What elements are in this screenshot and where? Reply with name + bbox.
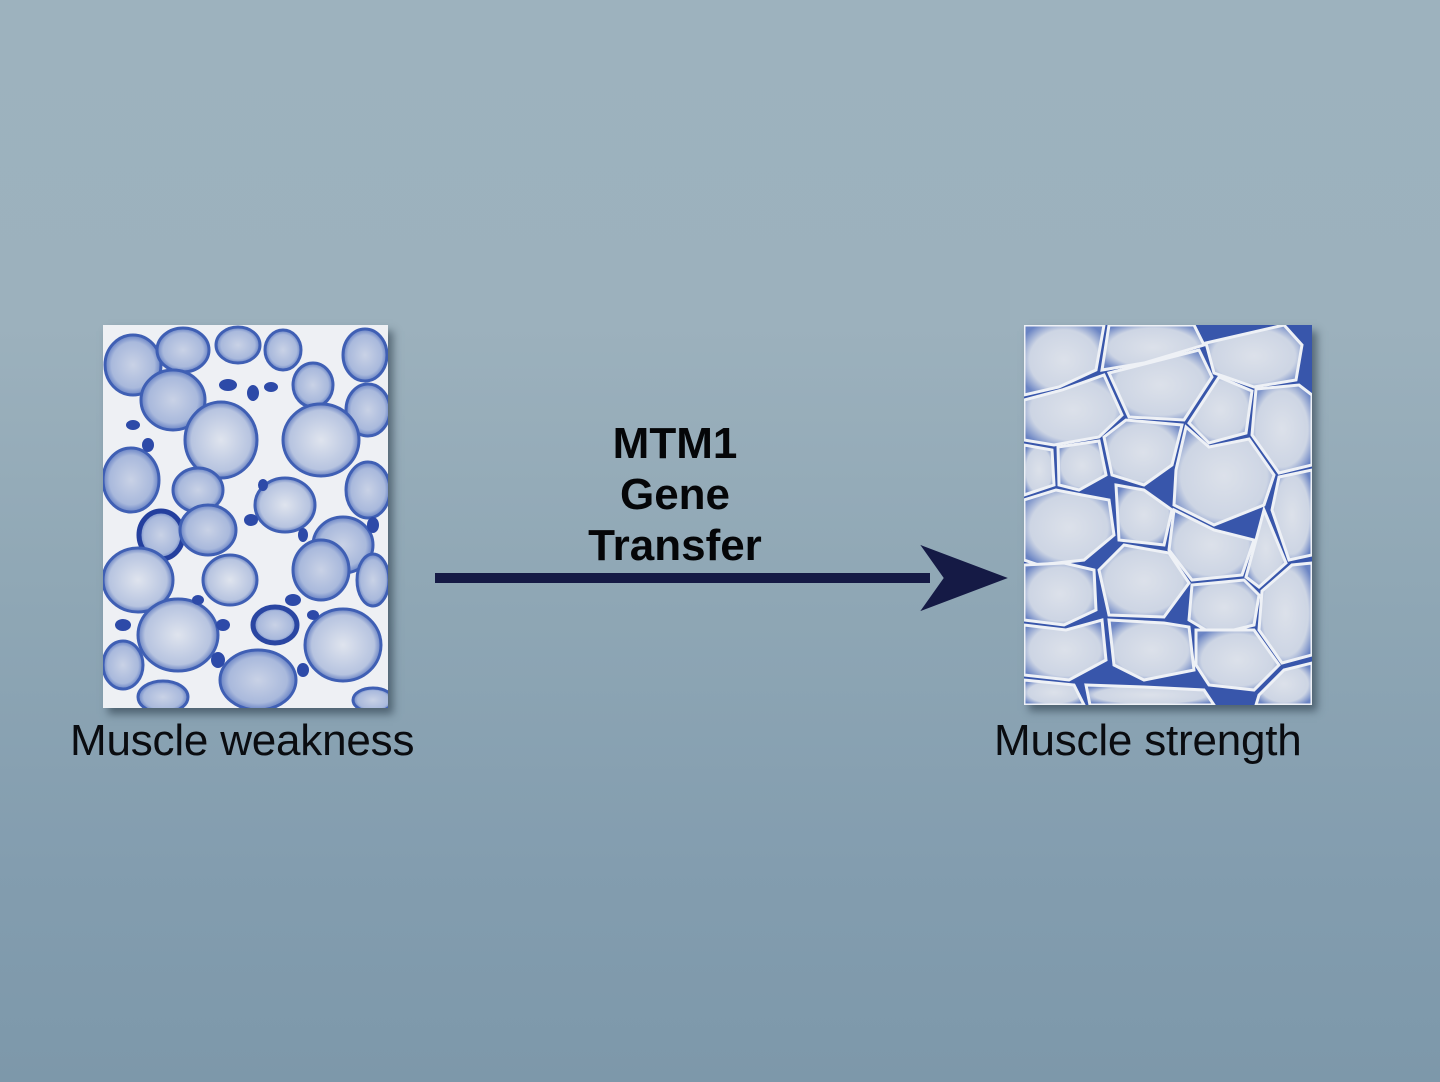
muscle-strength-caption: Muscle strength	[994, 716, 1302, 765]
strong-muscle-fibers-illustration	[1024, 325, 1312, 705]
right-arrow-icon	[435, 544, 1008, 612]
weak-muscle-fibers-illustration	[103, 325, 388, 708]
muscle-weakness-tissue-image	[103, 325, 388, 708]
label-line-mtm1: MTM1	[612, 419, 738, 468]
muscle-weakness-caption: Muscle weakness	[70, 716, 415, 765]
muscle-strength-tissue-image	[1024, 325, 1312, 705]
gene-transfer-label: MTM1 Gene Transfer	[560, 418, 790, 571]
label-line-gene: Gene	[619, 470, 731, 519]
label-line-transfer: Transfer	[588, 521, 762, 570]
